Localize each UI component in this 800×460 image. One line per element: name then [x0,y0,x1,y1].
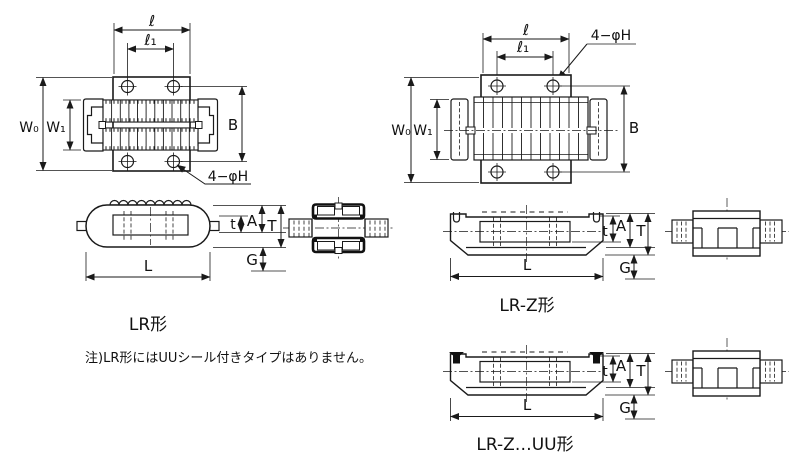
side-view-lr-z-uu: t A T G L [443,345,655,421]
center-clip-left [98,121,106,129]
roller-row-top [102,99,199,123]
dim-label-g: G [619,399,631,417]
dim-label-t: t [602,364,608,380]
rail-section-right [364,218,389,238]
callout-label-holes: 4−φH [591,28,631,44]
mounting-holes [118,77,183,171]
cage-end-left [82,98,104,152]
seal-right [589,352,604,364]
caption-lr: LR形 [129,315,167,335]
dim-l1: ℓ₁ [496,38,554,80]
end-view-lr-z-uu [665,338,789,402]
hidden-hole-lines [123,211,174,241]
rail-section-right [759,219,783,244]
carriage-body [85,204,211,248]
dim-length: L [450,256,604,281]
side-lug-left [76,220,88,232]
dim-l: ℓ [482,21,570,73]
dim-label-a: A [247,212,258,230]
guide-teeth [693,367,760,388]
dims-right: t A T G [572,213,655,280]
center-clip-right [195,121,203,129]
side-rails [450,98,608,161]
dim-w1: W₁ [46,99,81,151]
rail-hidden-lines [676,361,775,382]
caption-lr-z-uu: LR-Z…UU形 [476,435,573,455]
dim-b: B [181,86,247,162]
dim-label-t-big: T [635,362,646,380]
dim-label-length: L [523,256,532,274]
rail-section-left [671,219,694,244]
seal-left [449,352,464,364]
roller-row-bottom [102,127,199,151]
mounting-holes [488,77,562,181]
plan-view-lr-z: ℓ ℓ₁ 4−φH [391,21,639,184]
rail-hidden-lines [676,221,775,242]
rail-section-right [759,359,783,384]
dim-label-w0: W₀ [19,120,39,136]
carriage-section [692,350,761,397]
callout-holes: 4−φH [176,164,251,185]
callout-holes: 4−φH [557,28,636,80]
rail-hidden-lines [293,220,386,237]
dim-label-a: A [616,357,627,375]
dim-length: L [85,252,211,281]
dims-right: t A T G [213,205,286,272]
dim-label-length: L [523,396,532,414]
roller-cage [82,98,219,152]
dim-l: ℓ [113,12,191,74]
dim-label-w1: W₁ [46,120,65,136]
corner-slot-right [592,212,601,223]
dim-w0: W₀ [19,77,112,171]
roller-dividers-top [111,100,190,122]
dim-label-b: B [629,119,639,137]
end-view-lr [283,197,394,259]
caption-lr-z: LR-Z形 [499,296,554,316]
dims-right: t A T G [572,353,655,420]
dim-label-t: t [602,224,608,240]
dim-b: B [560,85,639,173]
dim-label-l: ℓ [522,21,529,39]
dim-label-t: t [230,217,236,233]
dim-label-b: B [228,116,238,134]
end-view-lr-z [665,198,789,262]
roller-cage [444,96,618,161]
rail-section-left [671,359,694,384]
callout-label-holes: 4−φH [208,169,248,185]
dim-w0: W₀ [391,77,479,183]
rail-section-left [288,218,313,238]
dim-label-g: G [619,259,631,277]
dim-label-w1: W₁ [413,123,432,139]
dim-label-t-big: T [635,222,646,240]
side-lug-right [208,220,220,232]
dim-length: L [450,396,604,421]
side-view-lr: t A T G L [76,199,286,281]
dim-label-t-big: T [266,217,277,235]
roller-dividers-bottom [111,128,190,150]
plan-view-lr: ℓ ℓ₁ [19,12,251,185]
dim-label-w0: W₀ [391,123,411,139]
dim-l1: ℓ₁ [127,31,174,79]
corner-slot-left [452,212,461,223]
carriage-section [692,210,761,257]
dim-label-l1: ℓ₁ [516,38,529,56]
cage-end-right [197,98,219,152]
dim-label-a: A [616,217,627,235]
side-view-lr-z: t A T G L [443,205,655,281]
dim-label-l: ℓ [148,12,155,30]
dim-label-l1: ℓ₁ [143,31,156,49]
dim-w1: W₁ [413,99,449,160]
dim-label-length: L [144,257,153,275]
dim-label-g: G [246,251,258,269]
guide-teeth [693,227,760,248]
footnote: 注)LR形にはUUシール付きタイプはありません。 [85,351,372,366]
